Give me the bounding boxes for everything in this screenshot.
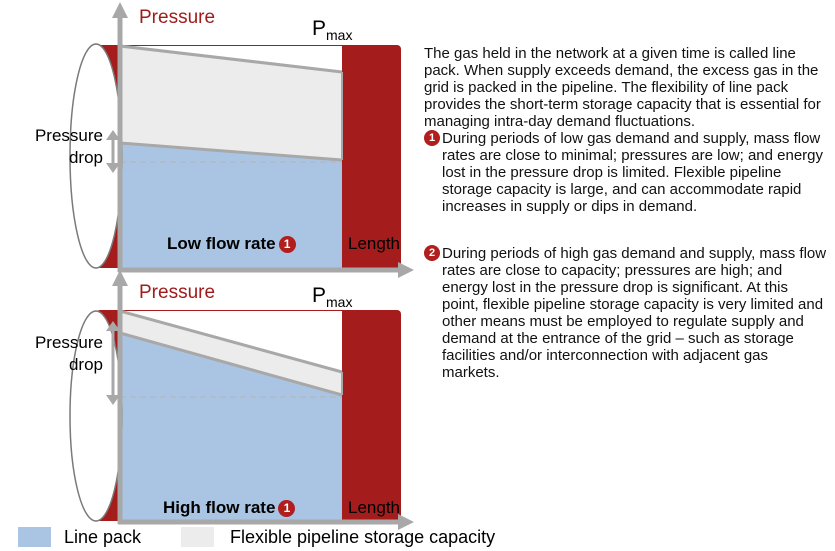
- flow-rate-text: High flow rate: [163, 498, 276, 517]
- badge-1-icon: 1: [424, 130, 440, 146]
- pmax-subscript: max: [326, 27, 353, 43]
- length-axis-label: Length: [348, 234, 400, 253]
- pressure-drop-label: Pressure drop: [6, 332, 103, 376]
- pressure-axis-label: Pressure: [139, 7, 216, 28]
- low-flow-explanation-text: During periods of low gas demand and sup…: [442, 130, 824, 215]
- pressure-drop-line2: drop: [68, 355, 103, 374]
- flow-rate-text: Low flow rate: [167, 234, 276, 253]
- pressure-drop-line1: Pressure: [34, 333, 103, 352]
- badge-2-icon: 2: [424, 245, 440, 261]
- flexible-storage-area: [120, 311, 342, 395]
- low-flow-diagram: Pressure Pmax Pressure drop Low flow rat…: [0, 0, 420, 278]
- flexible-storage-legend-label: Flexible pipeline storage capacity: [230, 527, 496, 547]
- badge-number: 1: [278, 236, 296, 253]
- flexible-storage-area: [120, 46, 342, 160]
- pressure-axis-arrow: [112, 270, 128, 286]
- length-axis-arrow: [398, 262, 414, 278]
- pressure-drop-line1: Pressure: [34, 126, 103, 145]
- pressure-axis-arrow: [112, 2, 128, 18]
- pressure-drop-line2: drop: [68, 148, 103, 167]
- pmax-label: Pmax: [312, 17, 352, 43]
- low-flow-explanation: 1 During periods of low gas demand and s…: [424, 130, 828, 215]
- pmax-label: Pmax: [312, 284, 352, 310]
- line-pack-swatch: [18, 527, 51, 547]
- pmax-subscript: max: [326, 294, 353, 310]
- high-flow-pipe-illustration: [69, 270, 414, 530]
- flexible-storage-swatch: [181, 527, 214, 547]
- line-pack-legend-label: Line pack: [64, 527, 142, 547]
- pressure-drop-label: Pressure drop: [6, 125, 103, 169]
- pmax-letter: P: [312, 17, 327, 40]
- intro-paragraph: The gas held in the network at a given t…: [424, 45, 821, 130]
- explanation-text: The gas held in the network at a given t…: [424, 45, 828, 381]
- length-axis-label: Length: [348, 498, 400, 517]
- high-flow-explanation-text: During periods of high gas demand and su…: [442, 245, 827, 381]
- high-flow-diagram: Pressure Pmax Pressure drop High flow ra…: [0, 270, 420, 530]
- pressure-axis-label: Pressure: [139, 282, 216, 303]
- pmax-letter: P: [312, 284, 327, 307]
- low-flow-pipe-illustration: [69, 2, 414, 278]
- length-axis-arrow: [398, 514, 414, 530]
- high-flow-explanation: 2 During periods of high gas demand and …: [424, 245, 828, 381]
- badge-number: 1: [278, 500, 296, 517]
